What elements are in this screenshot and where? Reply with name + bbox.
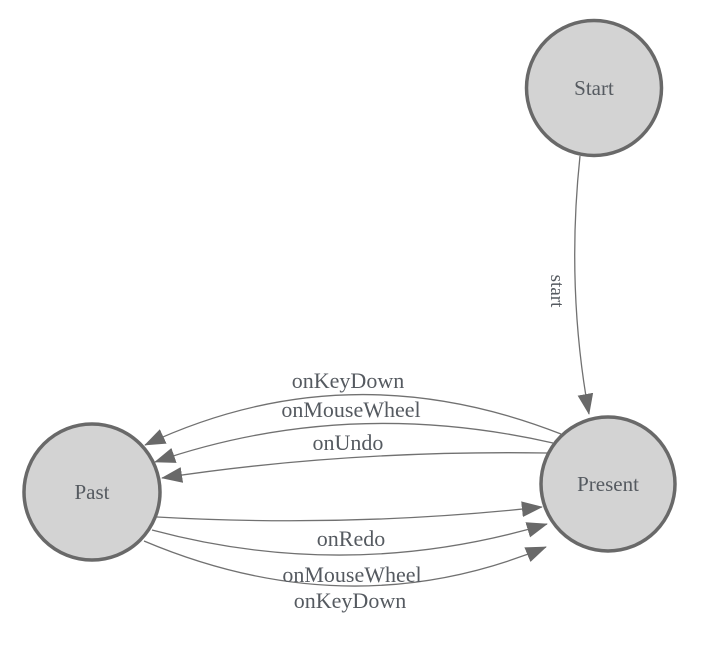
node-past-label: Past [74,480,109,504]
edge-label-start: start [546,275,567,308]
edge-past-to-present-onkeydown [143,540,547,587]
node-present: Present [539,415,677,553]
edge-present-to-past-onmousewheel [154,422,554,463]
node-start-label: Start [574,76,614,100]
node-present-label: Present [577,472,639,496]
edge-start-to-present [574,155,594,415]
edge-present-to-past-onundo [161,452,548,483]
edge-past-to-present-onmousewheel [151,522,548,556]
edge-label-onmousewheel-bottom: onMouseWheel [282,562,421,587]
node-present-circle [539,415,677,553]
edge-past-to-present-onredo [156,501,543,522]
node-past: Past [22,422,162,562]
edge-label-onkeydown-bottom: onKeyDown [294,588,406,613]
edge-present-to-past-onkeydown [144,393,562,446]
edge-label-onredo: onRedo [317,526,385,551]
edge-label-onmousewheel-top: onMouseWheel [281,397,420,422]
edge-label-onkeydown-top: onKeyDown [292,368,404,393]
node-past-circle [22,422,162,562]
edge-label-onundo: onUndo [313,430,384,455]
node-start: Start [524,18,664,158]
node-start-circle [524,18,664,158]
